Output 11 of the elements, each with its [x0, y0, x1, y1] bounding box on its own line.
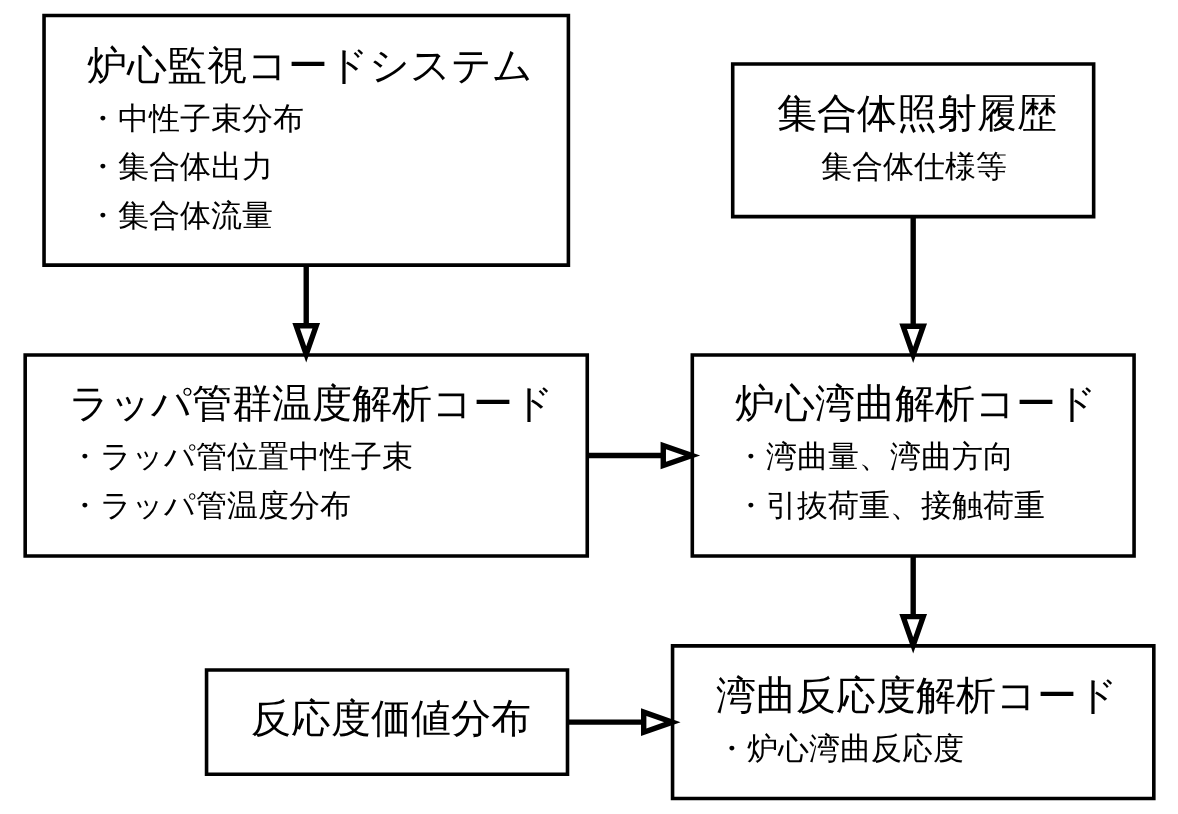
node-box: 炉心監視コードシステム ・中性子束分布 ・集合体出力 ・集合体流量	[41, 13, 570, 267]
arrow	[567, 708, 681, 736]
arrow	[898, 216, 927, 364]
arrow	[291, 265, 320, 363]
arrow	[898, 556, 927, 654]
node-box: 湾曲反応度解析コード ・炉心湾曲反応度	[670, 644, 1156, 801]
node-box: 炉心湾曲解析コード ・湾曲量、湾曲方向 ・引抜荷重、接触荷重	[690, 353, 1136, 558]
arrow	[587, 441, 700, 470]
node-box: ラッパ管群温度解析コード ・ラッパ管位置中性子束 ・ラッパ管温度分布	[22, 353, 589, 558]
node-box: 反応度価値分布	[204, 668, 569, 777]
node-box: 集合体照射履歴 集合体仕様等	[730, 62, 1095, 219]
